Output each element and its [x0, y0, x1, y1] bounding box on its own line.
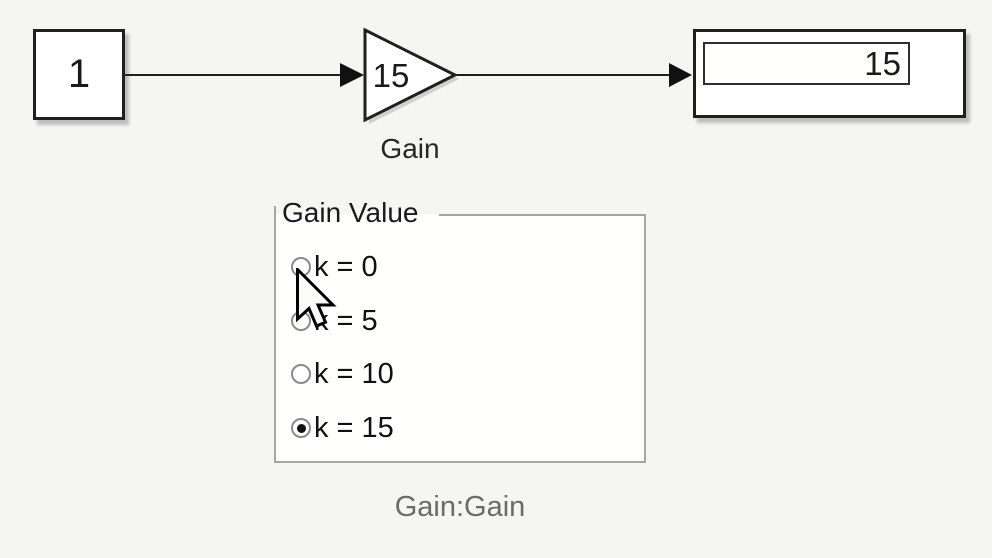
- display-block[interactable]: 15: [693, 29, 966, 118]
- radio-option-k15[interactable]: k = 15: [291, 413, 394, 443]
- radio-button-icon[interactable]: [291, 364, 311, 384]
- constant-value: 1: [67, 52, 91, 96]
- panel-top-border: [439, 214, 644, 216]
- radio-option-k5[interactable]: k = 5: [291, 306, 378, 336]
- radio-label: k = 15: [314, 412, 394, 444]
- model-annotation: Gain:Gain: [394, 491, 526, 523]
- display-value-field: 15: [703, 42, 910, 85]
- radio-option-k10[interactable]: k = 10: [291, 359, 394, 389]
- radio-option-k0[interactable]: k = 0: [291, 252, 378, 282]
- radio-button-icon[interactable]: [291, 418, 311, 438]
- radio-label: k = 0: [314, 251, 378, 283]
- gain-block-name: Gain: [380, 133, 440, 164]
- gain-value-panel: Gain Value k = 0 k = 5 k = 10 k = 15: [274, 197, 646, 463]
- gain-block-value: 15: [372, 57, 410, 94]
- arrowhead-icon: [340, 63, 364, 87]
- panel-title: Gain Value: [282, 197, 419, 228]
- radio-button-icon[interactable]: [291, 257, 311, 277]
- radio-button-icon[interactable]: [291, 311, 311, 331]
- radio-label: k = 10: [314, 358, 394, 390]
- constant-block[interactable]: 1: [33, 29, 125, 120]
- arrowhead-icon: [669, 63, 692, 87]
- radio-label: k = 5: [314, 305, 378, 337]
